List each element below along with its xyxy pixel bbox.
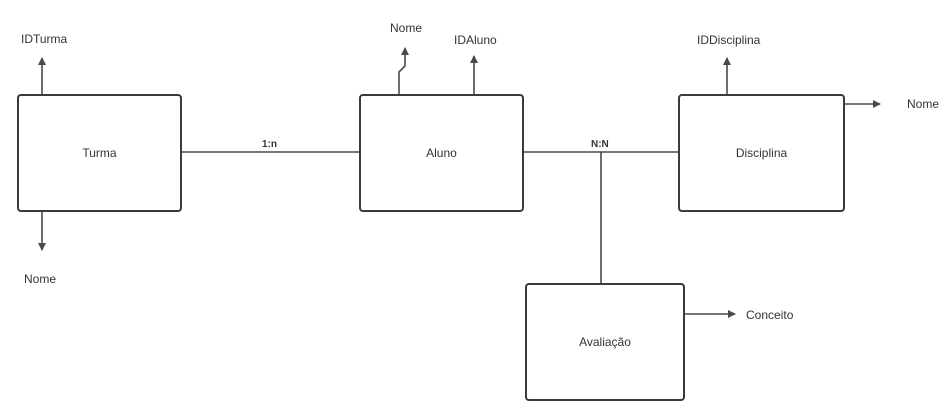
entity-disciplina-label: Disciplina (735, 146, 788, 160)
attr-aluno-nome: Nome (390, 21, 423, 35)
attr-aluno-id: IDAluno (454, 33, 497, 47)
attr-turma-nome: Nome (24, 272, 57, 286)
entity-avaliacao[interactable]: Avaliação (525, 283, 685, 401)
attr-disciplina-id: IDDisciplina (697, 33, 761, 47)
attr-turma-id: IDTurma (21, 32, 68, 46)
entity-turma[interactable]: Turma (17, 94, 182, 212)
attr-avaliacao-conceito: Conceito (746, 308, 794, 322)
entity-disciplina[interactable]: Disciplina (678, 94, 845, 212)
entity-aluno-label: Aluno (426, 146, 457, 160)
cardinality-aluno-disciplina: N:N (591, 139, 609, 150)
entity-turma-label: Turma (82, 146, 117, 160)
entity-aluno[interactable]: Aluno (359, 94, 524, 212)
attr-disciplina-nome: Nome (907, 97, 940, 111)
cardinality-turma-aluno: 1:n (262, 139, 277, 150)
aluno-nome-connector (398, 47, 409, 94)
entity-avaliacao-label: Avaliação (579, 335, 631, 349)
